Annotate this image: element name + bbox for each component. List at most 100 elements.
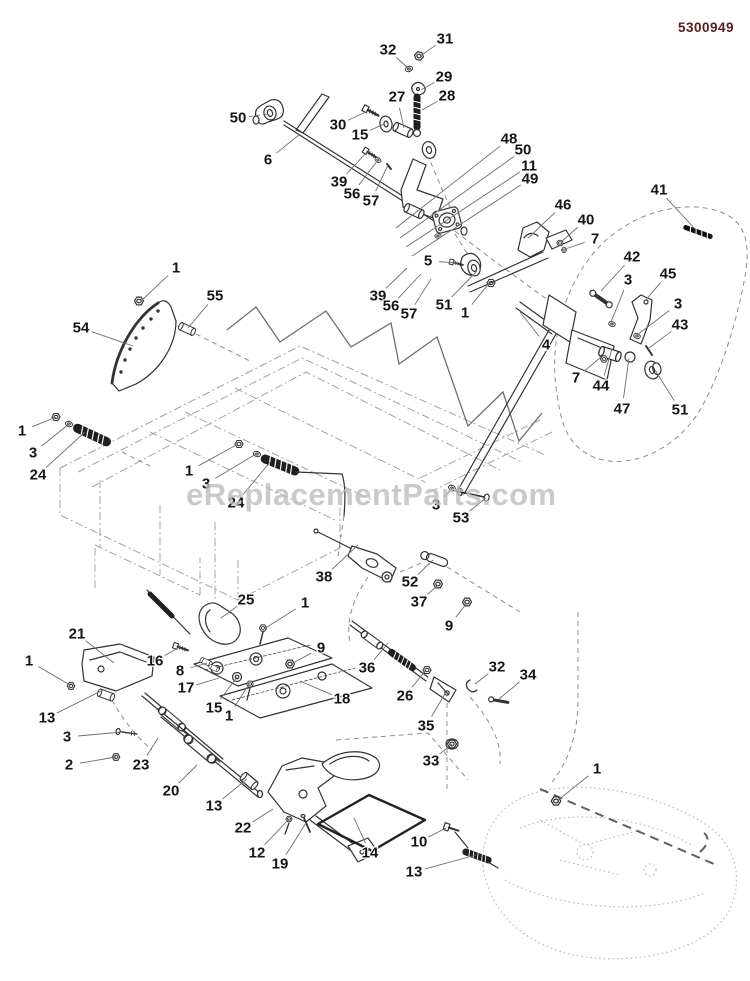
callout-leader [455,602,468,618]
callout-number: 14 [362,845,379,862]
callout-number: 57 [363,193,380,210]
callout-leader [623,357,630,399]
callout-leader [428,827,447,838]
callout-number: 52 [402,574,419,591]
callout-leader [399,156,515,239]
callout-number: 8 [176,663,184,680]
callout-leader [411,669,427,688]
callout-leader [451,270,478,298]
callout-number: 47 [614,401,631,418]
callout-number: 24 [30,467,47,484]
callout-leader [331,544,359,570]
callout-number: 20 [163,783,180,800]
callout-leader [264,818,290,846]
callout-leader [242,460,272,495]
callout-leader [196,677,220,686]
cutaway-zigzag [226,306,543,443]
callout-number: 1 [461,305,469,322]
callout-leader [56,689,104,714]
callout-leader [45,431,86,468]
deck-lift-rod-dashed [539,788,715,865]
callout-leader [222,778,248,800]
callout-leader [276,133,301,154]
callout-leader [353,817,366,844]
frame-outline [59,345,553,602]
callout-number: 11 [521,158,537,175]
callout-leader [417,559,434,575]
callout-number: 55 [207,288,224,305]
callout-leader [654,369,675,401]
callout-number: 1 [185,463,193,480]
callout-leader [38,666,71,686]
callout-leader [358,159,379,186]
callout-number: 12 [249,845,266,862]
callout-leader [398,273,422,299]
callout-number: 54 [73,320,90,337]
callout-number: 6 [264,152,272,169]
callout-number: 23 [133,757,150,774]
callout-leader [424,854,477,870]
callout-number: 21 [69,626,86,643]
callout-number: 35 [418,718,435,735]
callout-leader [385,267,408,289]
callout-leader [419,44,437,57]
callout-leader [190,662,208,669]
callout-number: 56 [383,298,400,315]
callout-leader [666,197,697,231]
callout-number: 38 [316,569,333,586]
callout-number: 45 [660,266,677,283]
callout-leader [636,310,670,336]
callout-leader [369,123,385,131]
callout-number: 1 [301,595,309,612]
callout-leader [405,171,521,248]
callout-leader [414,278,432,305]
catalog-number: 5300949 [677,20,734,35]
callout-number: 53 [453,510,470,527]
callout-number: 1 [225,708,233,725]
callout-number: 25 [238,592,255,609]
callout-leader [560,226,579,243]
callout-number: 17 [178,680,195,697]
callout-leader [471,281,491,305]
callout-number: 7 [572,370,580,387]
callout-number: 29 [436,69,453,86]
callout-leader [248,113,269,117]
callout-leader [375,164,389,192]
callout-leader [285,822,307,855]
callout-number: 3 [63,729,71,746]
callout-number: 46 [555,197,572,214]
callout-number: 3 [624,272,632,289]
callout-number: 57 [401,306,418,323]
callout-number: 34 [520,667,537,684]
callout-number: 33 [423,753,440,770]
callout-number: 1 [172,260,180,277]
callout-leader [395,57,410,70]
callout-number: 18 [334,691,351,708]
callout-number: 26 [397,688,414,705]
callout-number: 51 [436,297,453,314]
callout-number: 24 [228,495,245,512]
parts-linework [51,50,713,869]
callout-leader [140,275,169,302]
callout-leader [234,683,250,707]
callout-leader [398,107,405,129]
callout-leader [469,497,487,512]
callout-number: 32 [380,42,397,59]
callout-number: 15 [352,127,369,144]
callout-leader [603,348,613,376]
callout-leader [474,673,489,685]
callout-number: 42 [624,249,641,266]
callout-number: 43 [672,317,689,334]
callout-number: 7 [591,231,599,248]
callout-number: 50 [230,110,247,127]
callout-number: 48 [501,131,518,148]
callout-number: 36 [359,660,376,677]
callout-leader [215,453,257,479]
callout-leader [431,691,447,717]
callout-leader [438,261,459,264]
callout-number: 5 [424,253,432,270]
callout-leader [252,808,274,823]
callout-number: 22 [235,820,252,837]
